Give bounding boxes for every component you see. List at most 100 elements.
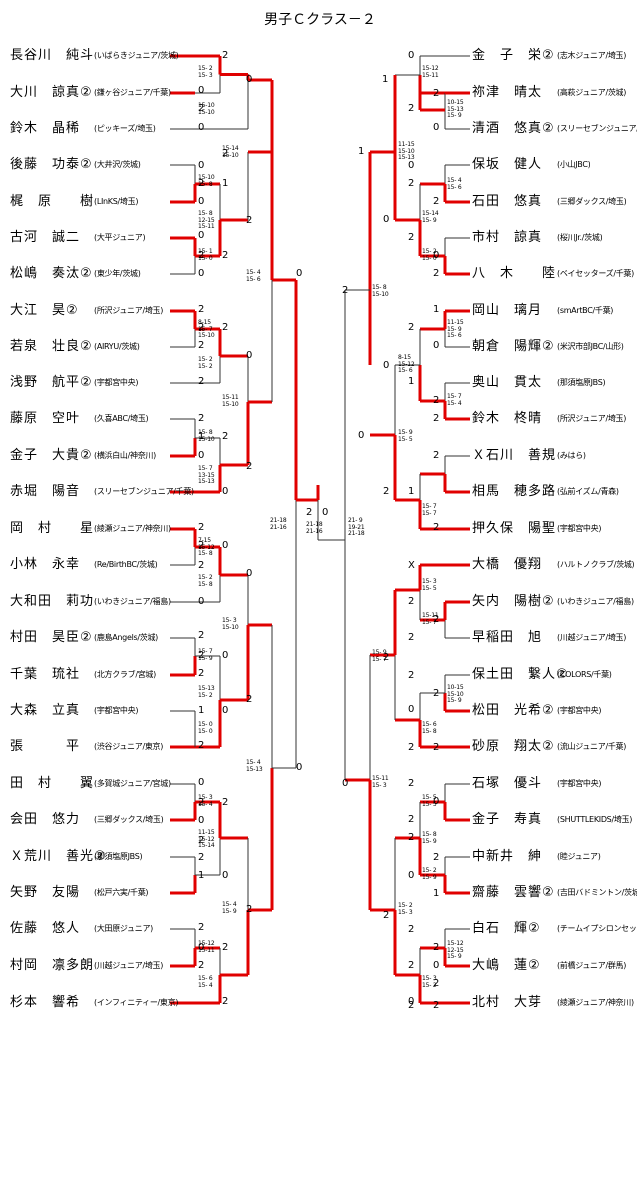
right-match-point: 2 (433, 268, 440, 279)
left-player-club: (ピッキーズ/埼玉) (94, 124, 156, 133)
right-match-score: 15- 4 15- 6 (447, 177, 462, 191)
left-match-point: 2 (246, 694, 253, 705)
right-match-point: 2 (433, 88, 440, 99)
right-match-point: 1 (408, 376, 415, 387)
right-player-name: 岡山 璃月 (472, 303, 543, 318)
right-player-club: (スリーセブンジュニア/千葉) (557, 124, 637, 133)
left-match-point: 1 (198, 870, 205, 881)
final-point-left: 2 (306, 507, 313, 518)
left-player-club: (鹿島Angels/茨城) (94, 633, 158, 642)
right-player-club: (smArtBC/千葉) (557, 306, 614, 315)
left-match-score: 15- 2 15- 8 (198, 574, 213, 588)
left-player-name: 張 平 (10, 739, 81, 754)
right-player-name: 齋藤 雲響② (472, 885, 555, 900)
left-player-club: (インフィニティー/東京) (94, 998, 179, 1007)
left-match-score: 15- 2 15- 3 (198, 65, 213, 79)
right-player-club: (睦ジュニア) (557, 852, 601, 861)
right-player-name: 白石 輝② (472, 921, 541, 936)
right-match-point: 2 (433, 942, 440, 953)
right-match-point: 0 (342, 778, 349, 789)
right-player-club: (那須塩原JBS) (557, 378, 606, 387)
left-player-name: 杉本 響希 (10, 995, 81, 1010)
left-player-name: 村岡 凛多朗 (10, 958, 95, 973)
right-match-score: 15- 7 15- 7 (422, 503, 437, 517)
left-match-point: 0 (198, 450, 205, 461)
right-match-point: 0 (433, 340, 440, 351)
left-player-name: 後藤 功泰② (10, 157, 93, 172)
left-match-point: 2 (198, 922, 205, 933)
right-player-name: 大嶋 蓮② (472, 958, 541, 973)
right-player-name: 押久保 陽聖 (472, 521, 557, 536)
right-match-score: 10-15 15-10 15- 9 (447, 684, 464, 704)
left-match-point: 2 (198, 740, 205, 751)
left-player-name: 浅野 航平② (10, 375, 93, 390)
right-match-score: 15- 8 15- 9 (422, 831, 437, 845)
right-player-club: (いわきジュニア/福島) (557, 597, 634, 606)
left-player-club: (三郷ダックス/埼玉) (94, 815, 164, 824)
left-match-point: 2 (198, 650, 205, 661)
left-match-score: 15-10 15-10 (198, 102, 215, 116)
left-player-name: 長谷川 純斗 (10, 48, 95, 63)
right-match-score: 15-11 15- 3 (372, 775, 389, 789)
left-player-club: (川越ジュニア/埼玉) (94, 961, 164, 970)
right-match-score: 15- 9 15- 5 (398, 429, 413, 443)
right-player-name: 保土田 繋人② (472, 667, 569, 682)
right-player-name: 奥山 貫太 (472, 375, 543, 390)
left-player-club: (久喜ABC/埼玉) (94, 414, 149, 423)
right-match-score: 11-15 15- 9 15- 6 (447, 319, 464, 339)
left-match-point: 2 (246, 215, 253, 226)
left-player-club: (大井沢/茨城) (94, 160, 141, 169)
right-match-point: 2 (433, 522, 440, 533)
right-match-point: 0 (408, 996, 415, 1007)
right-match-point: 0 (433, 796, 440, 807)
right-match-point: 2 (433, 852, 440, 863)
right-match-point: 2 (433, 614, 440, 625)
right-match-score: 15- 7 15- 4 (447, 393, 462, 407)
left-match-point: 2 (198, 540, 205, 551)
left-player-name: 佐藤 悠人 (10, 921, 81, 936)
left-match-point: 0 (222, 705, 229, 716)
left-player-name: 赤堀 陽音 (10, 484, 81, 499)
right-player-club: (COLORS/千葉) (557, 670, 612, 679)
left-match-point: 2 (198, 560, 205, 571)
left-match-point: 2 (198, 797, 205, 808)
left-match-point: 0 (222, 486, 229, 497)
right-player-name: 早稲田 旭 (472, 630, 543, 645)
left-match-point: 0 (246, 568, 253, 579)
right-match-point: 2 (342, 285, 349, 296)
right-player-club: (流山ジュニア/千葉) (557, 742, 627, 751)
left-match-score: 11-15 15-12 15-14 (198, 829, 215, 849)
right-player-club: (宇都宮中央) (557, 779, 602, 788)
left-match-score: 21-18 21-16 (270, 517, 287, 531)
final-score-left: 21-18 21-16 (306, 521, 323, 535)
right-match-score: 15- 3 15- 2 (422, 975, 437, 989)
left-match-score: 15- 8 12-15 15-11 (198, 210, 215, 230)
left-player-name: 矢野 友陽 (10, 885, 81, 900)
left-match-score: 15- 8 15-10 (198, 429, 215, 443)
right-player-club: (小山JBC) (557, 160, 591, 169)
final-score-right: 21- 9 19-21 21-18 (348, 517, 365, 537)
right-match-point: 2 (408, 103, 415, 114)
left-player-club: (いわきジュニア/福島) (94, 597, 171, 606)
left-match-point: 0 (198, 196, 205, 207)
left-player-club: (多賀城ジュニア/宮城) (94, 779, 171, 788)
right-match-point: 1 (433, 888, 440, 899)
left-match-point: 0 (198, 815, 205, 826)
left-match-point: 2 (198, 852, 205, 863)
right-player-name: 大橋 優翔 (472, 557, 543, 572)
right-match-score: 15- 2 15- 9 (422, 867, 437, 881)
left-player-club: (いばらきジュニア/茨城) (94, 51, 179, 60)
right-match-point: 0 (433, 122, 440, 133)
right-match-point: 2 (433, 395, 440, 406)
right-match-score: 15- 8 15-10 (372, 284, 389, 298)
left-player-club: (所沢ジュニア/埼玉) (94, 306, 164, 315)
right-match-point: 2 (408, 178, 415, 189)
left-match-point: 0 (246, 350, 253, 361)
left-match-point: 2 (222, 322, 229, 333)
right-player-club: (三郷ダックス/埼玉) (557, 197, 627, 206)
left-player-name: 金子 大貴② (10, 448, 93, 463)
left-match-point: 0 (296, 762, 303, 773)
right-player-name: 中新井 紳 (472, 849, 543, 864)
left-match-point: 1 (198, 431, 205, 442)
